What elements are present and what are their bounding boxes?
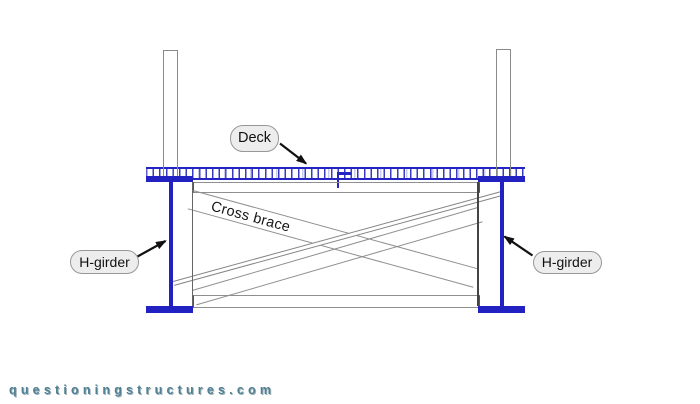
deck-arrow: [279, 142, 308, 165]
connection-plate-right: [477, 181, 479, 306]
left-girder-top-flange: [146, 175, 193, 182]
right-girder-bottom-flange: [477, 306, 525, 313]
connection-plate-left: [192, 181, 194, 306]
deck-slab: [146, 166, 525, 180]
deck-label: Deck: [230, 125, 279, 152]
h-girder-left-label: H-girder: [70, 250, 139, 274]
left-girder-web: [168, 181, 174, 307]
right-barrier-post: [495, 49, 511, 178]
deck-center-joint-seat: [336, 172, 351, 175]
h-girder-right-label: H-girder: [532, 250, 602, 274]
watermark-text: questioningstructures.com: [9, 383, 276, 397]
bottom-chord-member: [193, 294, 480, 308]
left-barrier-post: [163, 50, 178, 178]
left-girder-bottom-flange: [146, 306, 193, 313]
h-girder-right-arrow: [503, 235, 534, 257]
h-girder-left-arrow: [136, 240, 167, 258]
deck-center-joint-stem: [336, 172, 340, 188]
top-chord-member: [193, 182, 480, 193]
right-girder-top-flange: [477, 175, 525, 182]
right-girder-web: [499, 181, 504, 307]
